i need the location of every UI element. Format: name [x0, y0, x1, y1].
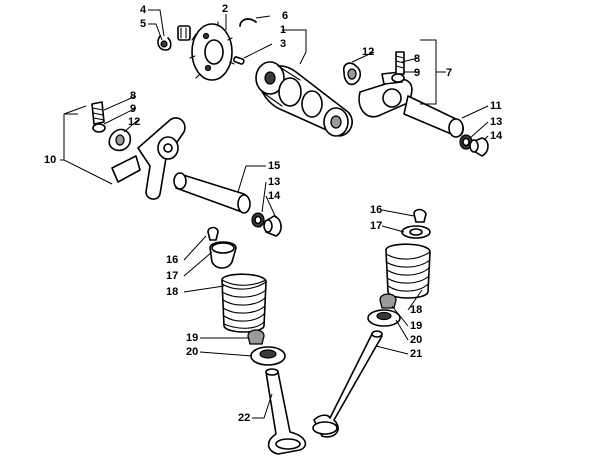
leader-lines: [60, 9, 489, 419]
retaining-clip: [239, 18, 257, 27]
spring-retainer-left: [209, 241, 237, 269]
spring-seat-right: [367, 309, 401, 327]
callout-16-right: 16: [370, 204, 382, 216]
callout-19-left: 19: [186, 332, 198, 344]
callout-5: 5: [140, 18, 146, 30]
rocker-shaft-intake: [173, 172, 251, 214]
callout-21: 21: [410, 348, 422, 360]
callout-9-right: 9: [414, 67, 420, 79]
spring-retainer-right: [401, 225, 431, 239]
callout-4: 4: [140, 4, 147, 16]
valve-spring-right: [385, 243, 431, 299]
dowel-pin: [233, 56, 245, 65]
callout-17-right: 17: [370, 220, 382, 232]
callout-10: 10: [44, 154, 56, 166]
valve-adjust-shim-right: [342, 62, 362, 86]
rocker-arm-intake: [91, 101, 186, 200]
oring-washer-right: [459, 134, 473, 150]
callout-labels: 4 5 2 6 1 3 12 8 9 7 8 9 12 10 11 13 14 …: [44, 3, 503, 424]
callout-8-right: 8: [414, 53, 420, 65]
callout-18-left: 18: [166, 286, 178, 298]
callout-6: 6: [282, 10, 288, 22]
valve-keeper-left: [207, 226, 219, 241]
sprocket-bolt: [177, 25, 191, 41]
callout-7: 7: [446, 67, 452, 79]
callout-2: 2: [222, 3, 228, 15]
oring-washer-left: [251, 212, 265, 228]
callout-18-right: 18: [410, 304, 422, 316]
callout-20-right: 20: [410, 334, 422, 346]
valve-spring-left: [221, 273, 267, 333]
callout-11: 11: [490, 100, 502, 112]
callout-15: 15: [268, 160, 280, 172]
callout-13-left: 13: [268, 176, 280, 188]
callout-9-left: 9: [130, 103, 136, 115]
callout-12-left: 12: [128, 116, 140, 128]
rocker-arm-exhaust: [358, 51, 413, 118]
valve-stem-seal-left: [247, 329, 265, 345]
valve-adjust-shim-left: [108, 128, 132, 152]
callout-22: 22: [238, 412, 250, 424]
camshaft: [255, 61, 353, 137]
intake-valve: [265, 368, 307, 455]
exhaust-valve: [312, 330, 383, 438]
callout-14-right: 14: [490, 130, 503, 142]
rocker-shaft-exhaust: [403, 95, 464, 138]
callout-17-left: 17: [166, 270, 178, 282]
callout-8-left: 8: [130, 90, 136, 102]
cam-sprocket: [189, 21, 235, 81]
callout-12-right: 12: [362, 46, 374, 58]
spring-seat-left: [250, 346, 286, 366]
callout-13-right: 13: [490, 116, 502, 128]
end-plug-right: [469, 137, 489, 157]
valve-keeper-right: [413, 208, 427, 223]
callout-16-left: 16: [166, 254, 178, 266]
valve-stem-seal-right: [379, 293, 397, 309]
callout-1: 1: [280, 24, 286, 36]
callout-3: 3: [280, 38, 286, 50]
lock-washer: [157, 35, 172, 51]
callout-20-left: 20: [186, 346, 198, 358]
end-plug-left: [263, 215, 282, 237]
callout-14-left: 14: [268, 190, 281, 202]
callout-19-right: 19: [410, 320, 422, 332]
